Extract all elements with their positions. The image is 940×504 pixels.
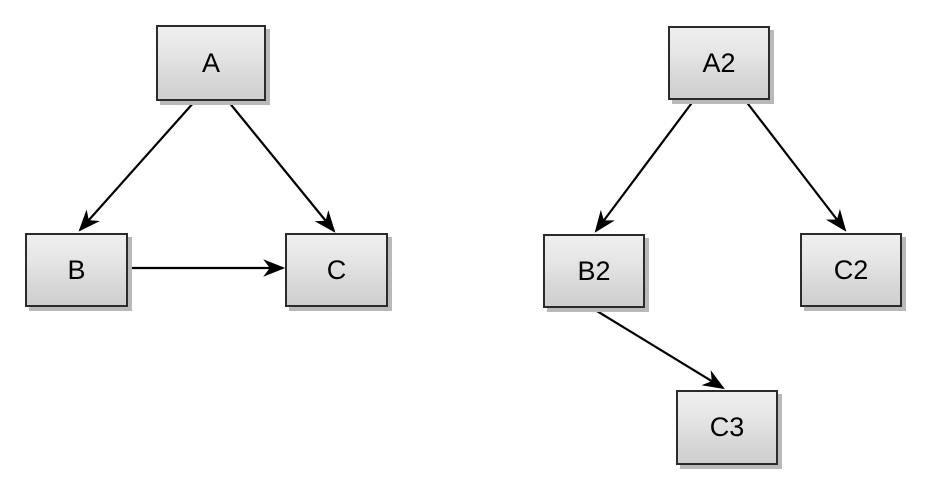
node-label-b: B [67, 254, 86, 285]
node-label-c3: C3 [709, 412, 745, 442]
node-c2[interactable]: C2 [800, 233, 902, 307]
node-b[interactable]: B [25, 233, 128, 307]
node-label-b2: B2 [577, 255, 611, 286]
node-c3[interactable]: C3 [676, 390, 778, 465]
edge-a2-b2[interactable] [594, 99, 695, 233]
node-c[interactable]: C [285, 233, 388, 307]
edge-a-c[interactable] [227, 100, 336, 233]
node-label-c2: C2 [833, 254, 869, 285]
node-a2[interactable]: A2 [668, 26, 770, 100]
node-label-a2: A2 [702, 47, 736, 78]
edge-b2-c3[interactable] [591, 307, 725, 390]
edge-a2-c2[interactable] [744, 99, 847, 232]
edge-a-b[interactable] [78, 100, 196, 232]
node-b2[interactable]: B2 [543, 234, 645, 308]
node-label-a: A [201, 47, 220, 78]
node-label-c: C [326, 254, 347, 285]
node-a[interactable]: A [156, 25, 266, 101]
